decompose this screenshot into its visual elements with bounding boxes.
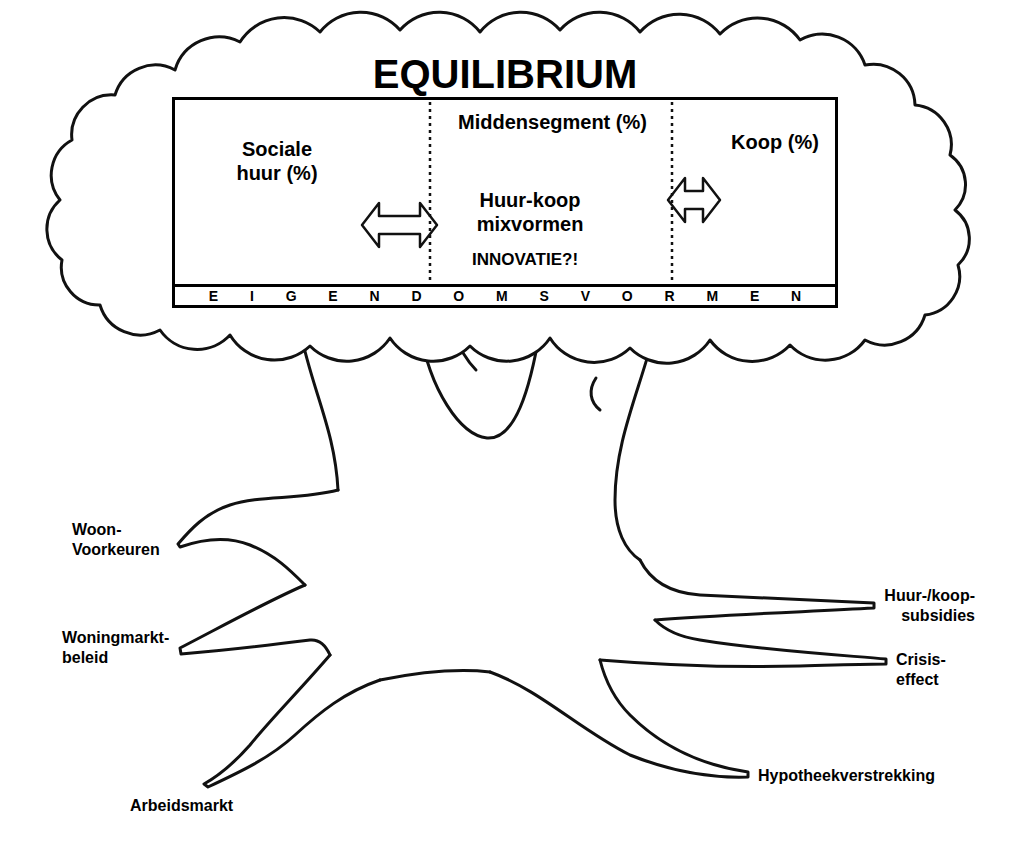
text-word: EQUILIBRIUM (373, 52, 637, 96)
segment-label: Koop (%) (731, 130, 819, 154)
segment-region: Middensegment (%) Huur-koop mixvormenINNO… (437, 105, 668, 280)
text-word: INNOVATIE?! (472, 250, 578, 269)
root-label: Hypotheekverstrekking (758, 766, 935, 786)
text-word: (%) (286, 162, 317, 184)
frame-heading: EQUILIBRIUM (373, 52, 637, 96)
text-word: Middensegment (458, 111, 610, 133)
tree-root (204, 655, 380, 787)
trunk-outline (615, 330, 655, 560)
text-word: subsidies (901, 607, 975, 624)
text-word: Woon- (72, 521, 121, 538)
text-word: mixvormen (477, 213, 584, 235)
text-word: Huur-/koop- (884, 587, 975, 604)
trunk-base (380, 670, 490, 680)
text-word: Huur-koop (479, 189, 580, 211)
tree-root (600, 620, 886, 667)
tree-root (640, 560, 874, 620)
tree-root (178, 490, 338, 585)
segment-label: Middensegment (%) (458, 110, 647, 134)
equilibrium-frame: EQUILIBRIUMSociale huur (%)Middensegment… (172, 97, 838, 308)
segment-label: Sociale huur (%) (227, 137, 327, 185)
text-word: Sociale (242, 138, 312, 160)
text-word: Woningmarkt- (62, 629, 169, 646)
root-label: Arbeidsmarkt (130, 796, 233, 816)
double-arrow (362, 203, 437, 247)
root-label: Crisis- effect (896, 650, 966, 690)
root-label: Huur-/koop- subsidies (875, 586, 975, 626)
canopy-cloud (47, 12, 969, 363)
ownership-band: EIGENDOMSVORMEN (175, 284, 835, 305)
text-word: Hypotheekverstrekking (758, 767, 935, 784)
innovation-note: INNOVATIE?! (472, 250, 578, 270)
bark-mark (591, 378, 600, 410)
double-arrow (668, 178, 720, 222)
text-word: beleid (62, 649, 108, 666)
text-word: Arbeidsmarkt (130, 797, 233, 814)
segment-divider (429, 102, 432, 283)
mix-label: Huur-koop mixvormen (437, 188, 623, 236)
text-word: (%) (788, 131, 819, 153)
text-word: huur (236, 162, 280, 184)
text-word: Koop (731, 131, 782, 153)
tree-root (490, 660, 748, 777)
segment-region: Sociale huur (%) (192, 127, 362, 277)
text-word: effect (896, 671, 939, 688)
text-word: Crisis- (896, 651, 946, 668)
segment-region: Koop (%) (720, 122, 830, 262)
text-word: Voorkeuren (72, 541, 160, 558)
tree-root (180, 585, 330, 655)
band-label: EIGENDOMSVORMEN (209, 287, 833, 305)
text-word: (%) (616, 111, 647, 133)
root-label: Woon- Voorkeuren (72, 520, 187, 560)
root-label: Woningmarkt- beleid (62, 628, 177, 668)
text-word: EIGENDOMSVORMEN (209, 288, 833, 304)
